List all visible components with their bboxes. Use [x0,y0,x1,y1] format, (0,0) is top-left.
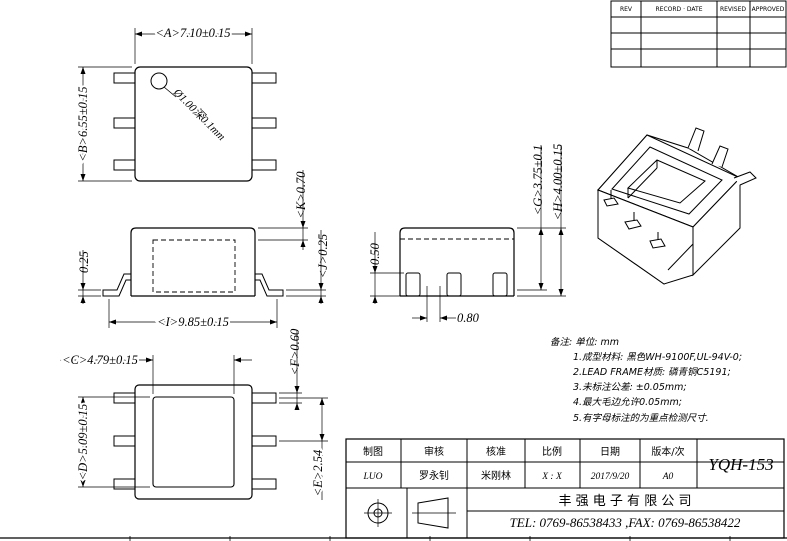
dim-i-label: <I>9.85±0.15 [157,315,229,329]
value-drawer: LUO [362,472,382,482]
dim-050-label: 0.50 [368,242,382,265]
value-scale: X : X [541,472,563,482]
company-name: 丰 强 电 子 有 限 公 司 [559,494,692,509]
header-date: 日期 [600,446,620,458]
notes-title: 备注: 单位: mm [550,336,619,348]
dim-f-label: <F>0.60 [288,328,302,375]
dim-080-label: 0.80 [457,311,480,325]
header-version: 版本/次 [651,445,684,458]
projection-symbol-icon [364,497,456,529]
title-block: 制图 审核 核准 比例 日期 版本/次 LUO 罗永钊 米刚林 X : X 20… [345,438,785,539]
company-contact: TEL: 0769-86538433 ,FAX: 0769-86538422 [510,515,741,530]
notes-block: 备注: 单位: mm 1.成型材料: 黑色WH-9100F,UL-94V-0; … [550,336,742,424]
note-item-1: 1.成型材料: 黑色WH-9100F,UL-94V-0; [573,351,742,363]
note-item-5: 5.有字母标注的为重点检测尺寸. [573,412,709,424]
isometric-view [597,127,757,285]
dim-k-label: <K>0.70 [294,171,308,219]
note-item-4: 4.最大毛边允许0.05mm; [573,396,682,408]
dim-g-label: <G>3.75±0.1 [531,145,545,215]
hole-dim: Ø1.00深0.1mm [170,85,228,143]
header-approve: 核准 [486,445,506,458]
dim-j-label: <J>0.25 [316,234,330,278]
rev-header: REV [620,6,633,13]
dim-c-label: <C>4.79±0.15 [62,353,138,367]
dim-025-left-label: 0.25 [77,251,91,273]
bottom-view: <C>4.79±0.15 <D>5.09±0.15 <F>0.60 <E>2.5… [60,328,328,500]
value-approver: 米刚林 [481,469,511,482]
revised-header: REVISED [720,6,746,13]
dim-a-label: <A>7.10±0.15 [155,26,230,40]
top-view: Ø1.00深0.1mm <A>7.10±0.15 <B>6.55±0.15 [74,24,277,182]
part-number: YQH-153 [708,455,773,474]
header-scale: 比例 [542,445,562,458]
revision-table: REV RECORD · DATE REVISED APPROVED [610,0,787,68]
dim-b-label: <B>6.55±0.15 [76,86,90,161]
header-check: 审核 [424,445,444,458]
end-side-view: 0.50 0.80 <G>3.75±0.1 <H>4.00±0.15 [368,144,566,325]
record-date-header: RECORD · DATE [656,6,703,13]
note-item-2: 2.LEAD FRAME材质: 磷青铜C5191; [573,367,731,378]
approved-header: APPROVED [752,6,785,13]
dim-h-label: <H>4.00±0.15 [551,144,565,221]
dim-d-label: <D>5.09±0.15 [76,404,90,481]
value-date: 2017/9/20 [591,472,630,482]
value-checker: 罗永钊 [419,469,449,482]
value-version: A0 [662,472,674,482]
note-item-3: 3.未标注公差: ±0.05mm; [573,381,687,393]
dim-e-label: <E>2.54 [311,450,325,496]
front-side-view: 0.25 <K>0.70 <J>0.25 <I>9.85±0.15 [77,170,330,331]
pin1-mark-circle [150,72,168,90]
header-draw: 制图 [363,445,383,458]
